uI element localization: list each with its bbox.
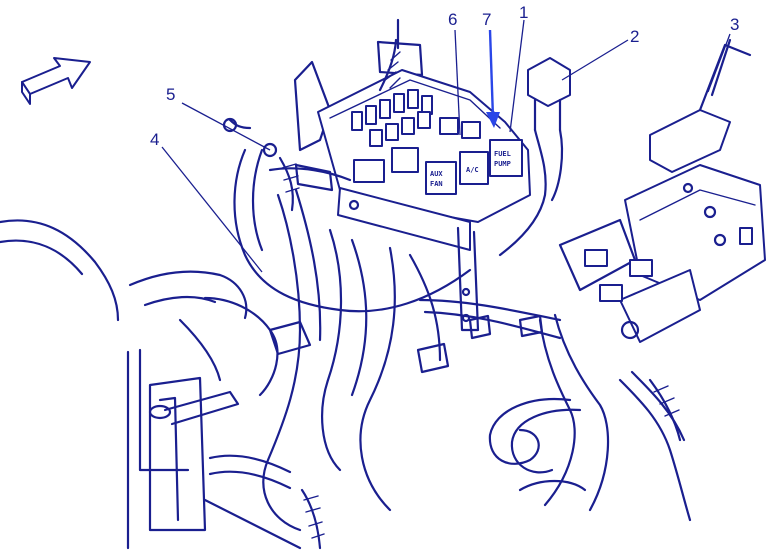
fuse-relay-block: AUX FAN A/C FUEL PUMP bbox=[317, 69, 531, 332]
callout-7: 7 bbox=[482, 10, 491, 29]
steering-column bbox=[128, 270, 248, 426]
highlight-arrow bbox=[486, 29, 500, 128]
callout-1: 1 bbox=[519, 3, 528, 22]
ac-relay bbox=[459, 151, 489, 185]
fuel-pump-relay-label-2: PUMP bbox=[494, 160, 511, 168]
body-frame bbox=[0, 18, 424, 550]
forward-arrow-icon bbox=[21, 57, 91, 105]
callout-numbers: 1 2 3 4 5 6 7 bbox=[150, 3, 739, 149]
relay-connector bbox=[498, 57, 571, 257]
callout-4: 4 bbox=[150, 130, 159, 149]
callout-3: 3 bbox=[730, 15, 739, 34]
aux-fan-relay bbox=[425, 161, 457, 195]
aux-fan-relay-label-2: FAN bbox=[430, 180, 443, 188]
callout-6: 6 bbox=[448, 10, 457, 29]
wire-harness bbox=[178, 117, 692, 532]
ac-relay-label: A/C bbox=[466, 166, 479, 174]
callout-5: 5 bbox=[166, 85, 175, 104]
fuel-pump-relay-label-1: FUEL bbox=[494, 150, 511, 158]
callout-2: 2 bbox=[630, 27, 639, 46]
aux-fan-relay-label-1: AUX bbox=[430, 170, 443, 178]
conduit bbox=[278, 38, 682, 550]
fuel-pump-relay bbox=[489, 139, 523, 177]
callout-leaders bbox=[161, 19, 731, 273]
brake-module bbox=[558, 38, 766, 343]
